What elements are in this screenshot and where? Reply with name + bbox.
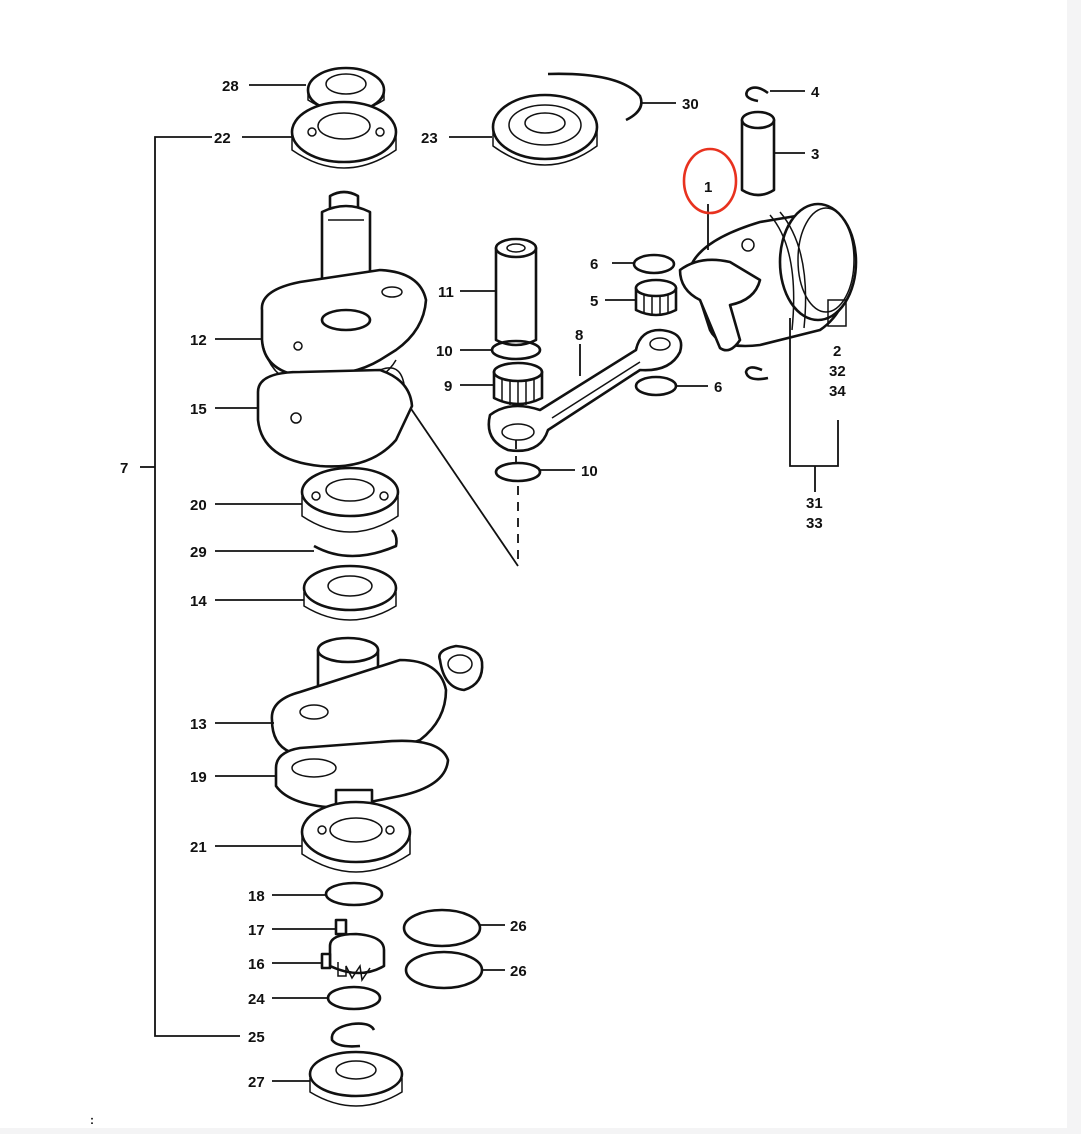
part-6-washer-lower	[634, 375, 678, 397]
callout-30: 30	[682, 96, 699, 113]
part-30-clip	[547, 72, 643, 122]
callout-32: 32	[829, 363, 846, 380]
part-14-seal	[302, 564, 398, 621]
callout-23: 23	[421, 130, 438, 147]
callout-15: 15	[190, 401, 207, 418]
bottom-edge-strip	[0, 1128, 1081, 1134]
callout-22: 22	[214, 130, 231, 147]
callout-2: 2	[833, 343, 841, 360]
part-16-gear	[320, 932, 386, 983]
callout-17: 17	[248, 922, 265, 939]
callout-3: 3	[811, 146, 819, 163]
callout-16: 16	[248, 956, 265, 973]
part-17-key	[334, 918, 348, 936]
assembly-bracket-7	[140, 136, 240, 1037]
part-19-crank-web	[274, 739, 450, 810]
callout-1: 1	[704, 179, 712, 196]
part-21-bearing	[300, 788, 412, 873]
part-20-bearing	[300, 466, 400, 533]
callout-34: 34	[829, 383, 846, 400]
callout-10-upper: 10	[436, 343, 453, 360]
callout-5: 5	[590, 293, 598, 310]
callout-10-lower: 10	[581, 463, 598, 480]
ring-callout-bracket	[789, 299, 847, 467]
part-4-clip	[745, 86, 769, 103]
part-22-bearing	[290, 100, 398, 169]
callout-31: 31	[806, 495, 823, 512]
part-3-piston-pin	[740, 110, 776, 197]
right-edge-strip	[1067, 0, 1081, 1134]
part-6-washer-upper	[632, 253, 676, 275]
part-26-washer-b	[404, 950, 484, 990]
part-1-piston	[678, 202, 858, 381]
callout-7: 7	[120, 460, 128, 477]
callout-26-lower: 26	[510, 963, 527, 980]
part-10-washer-lower	[494, 461, 542, 483]
callout-4: 4	[811, 84, 820, 101]
corner-mark: :	[90, 1113, 94, 1127]
callout-19: 19	[190, 769, 207, 786]
callout-14: 14	[190, 593, 207, 610]
callout-26-upper: 26	[510, 918, 527, 935]
part-25-clip	[330, 1022, 376, 1048]
callout-27: 27	[248, 1074, 265, 1091]
part-26-washer-a	[402, 908, 482, 948]
callout-13: 13	[190, 716, 207, 733]
callout-20: 20	[190, 497, 207, 514]
part-15-crank-web	[256, 367, 414, 468]
part-29-ring	[313, 529, 398, 558]
part-11-sleeve	[494, 237, 538, 347]
part-18-washer	[324, 881, 384, 907]
callout-28: 28	[222, 78, 239, 95]
callout-21: 21	[190, 839, 207, 856]
part-28-seal	[306, 66, 386, 114]
callout-33: 33	[806, 515, 823, 532]
part-23-bearing	[491, 93, 599, 166]
part-12-upper-crank	[260, 190, 428, 391]
callout-9: 9	[444, 378, 452, 395]
leader-lines	[215, 84, 816, 1082]
callout-labels: 28 22 23 30 4 3 1 2 32 34 31 33 6 5 8 6 …	[90, 78, 846, 1127]
callout-6-upper: 6	[590, 256, 598, 273]
callout-6-lower: 6	[714, 379, 722, 396]
callout-25: 25	[248, 1029, 265, 1046]
callout-12: 12	[190, 332, 207, 349]
callout-29: 29	[190, 544, 207, 561]
part-5-needle-bearing	[634, 278, 678, 317]
callout-11: 11	[438, 284, 454, 301]
part-8-connecting-rod	[487, 328, 683, 453]
part-24-washer	[326, 985, 382, 1011]
part-27-seal	[308, 1050, 404, 1107]
part-13-lower-crank	[270, 636, 484, 764]
callout-18: 18	[248, 888, 265, 905]
callout-8: 8	[575, 327, 583, 344]
callout-24: 24	[248, 991, 265, 1008]
highlight-circle	[682, 147, 738, 215]
part-9-needle-bearing	[492, 361, 544, 406]
